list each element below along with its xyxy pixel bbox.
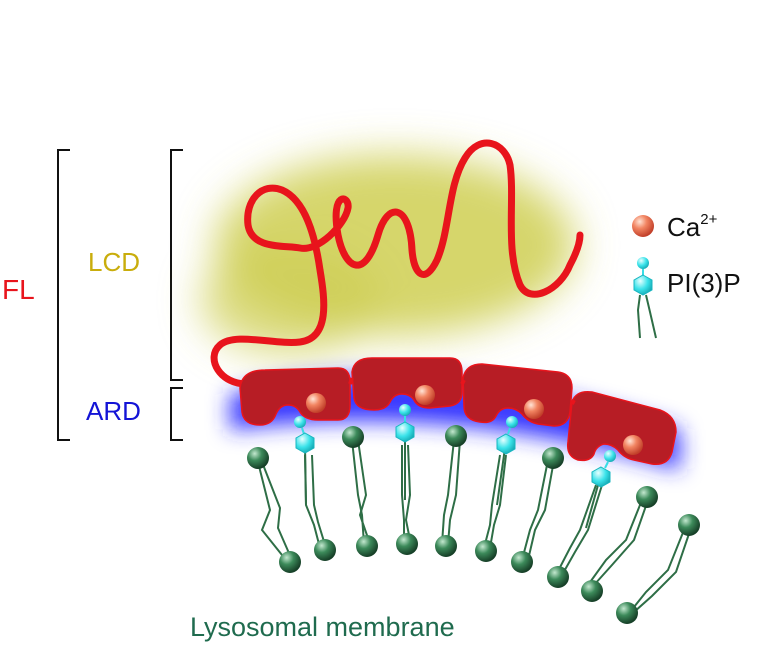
pi3p-stalks: [304, 437, 601, 529]
phospholipid-icon: [396, 533, 418, 555]
lcd-label: LCD: [88, 247, 141, 277]
calcium-ion-icon: [632, 215, 654, 237]
calcium-ion-icon: [524, 399, 544, 419]
ard-bracket: [170, 387, 183, 441]
calcium-ion-icon: [623, 435, 643, 455]
phospholipid-icon: [475, 540, 497, 562]
pi3p-lipid-icon: [294, 416, 315, 454]
membrane-label: Lysosomal membrane: [190, 612, 455, 642]
phospholipid-icon: [247, 447, 269, 469]
fl-label: FL: [2, 274, 35, 305]
pi3p-lipid-icon: [395, 404, 415, 443]
pi3p-lipid-icon: [496, 416, 518, 455]
ard-repeat-3: [462, 363, 573, 427]
legend-pi3p-label: PI(3)P: [667, 268, 741, 298]
phospholipid-icon: [542, 447, 564, 469]
phospholipid-icon: [511, 551, 533, 573]
ard-repeats: [239, 357, 677, 465]
calcium-ion-icon: [306, 393, 326, 413]
phospholipid-icon: [342, 426, 364, 448]
lcd-glow: [200, 155, 575, 355]
membrane-lipid-tails: [257, 439, 693, 613]
phospholipid-icon: [314, 539, 336, 561]
calcium-ions: [306, 385, 643, 455]
ard-repeat-4: [566, 390, 677, 465]
pi3p-headgroups: [294, 404, 616, 488]
phospholipid-icon: [581, 580, 603, 602]
phospholipid-icon: [616, 602, 638, 624]
ard-linker: [348, 377, 576, 405]
legend-calcium-base: Ca: [667, 212, 701, 242]
phospholipid-icon: [678, 514, 700, 536]
lcd-bracket: [170, 149, 183, 381]
phospholipid-icon: [445, 425, 467, 447]
ard-label: ARD: [86, 396, 141, 426]
phospholipid-icon: [435, 535, 457, 557]
pi3p-lipid-icon: [633, 257, 657, 339]
phospholipid-icon: [636, 486, 658, 508]
ard-repeat-1: [239, 367, 351, 426]
lcd-disordered-chain: [210, 139, 584, 388]
phospholipid-icon: [547, 566, 569, 588]
phospholipid-icon: [356, 535, 378, 557]
phospholipid-icon: [279, 551, 301, 573]
legend-calcium-superscript: 2+: [700, 211, 718, 229]
pi3p-lipid-icon: [591, 450, 616, 488]
calcium-ion-icon: [415, 385, 435, 405]
membrane-lipid-heads: [247, 425, 700, 624]
legend: [632, 215, 657, 339]
fl-bracket: [57, 149, 70, 441]
legend-calcium-label: Ca2+: [667, 211, 718, 243]
